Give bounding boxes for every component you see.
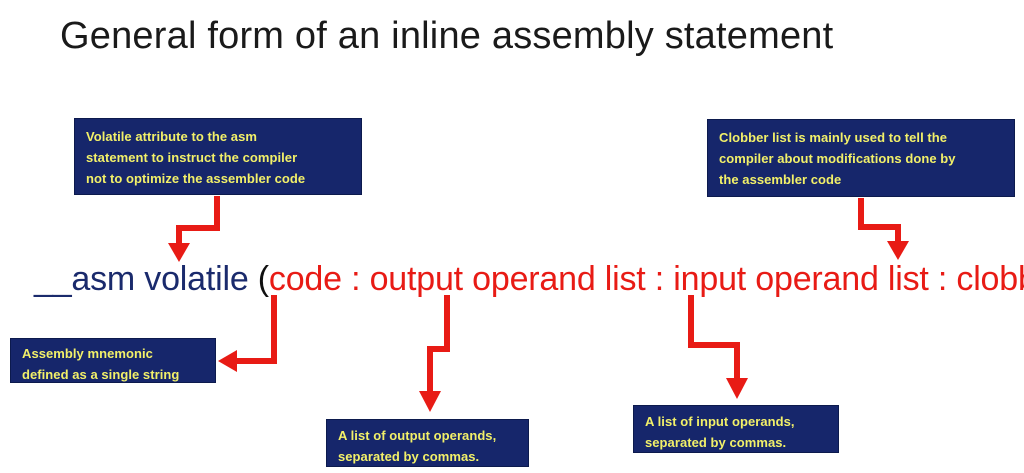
callout-volatile-line-3: not to optimize the assembler code	[86, 171, 306, 186]
callout-output-operands: A list of output operands, separated by …	[326, 419, 529, 467]
code-part-code: code	[268, 260, 342, 298]
callout-output-line-2: separated by commas.	[338, 449, 480, 464]
callout-clobber-line-1: Clobber list is mainly used to tell the	[719, 130, 948, 145]
arrow-mnemonic	[218, 295, 277, 372]
code-separator-2: :	[645, 260, 674, 298]
callout-volatile: Volatile attribute to the asm statement …	[74, 118, 362, 195]
arrow-input	[688, 295, 748, 399]
callout-input-line-1: A list of input operands,	[645, 414, 795, 429]
code-open-paren: (	[257, 260, 269, 298]
arrow-output	[419, 295, 450, 412]
code-part-output: output operand list	[369, 260, 646, 298]
callout-mnemonic-line-1: Assembly mnemonic	[22, 346, 153, 361]
callout-clobber-line-2: compiler about modifications done by	[719, 151, 956, 166]
code-separator-1: :	[341, 260, 370, 298]
callout-input-line-2: separated by commas.	[645, 435, 787, 450]
page-title: General form of an inline assembly state…	[60, 15, 834, 57]
callout-input-operands: A list of input operands, separated by c…	[633, 405, 839, 453]
callout-clobber-line-3: the assembler code	[719, 172, 842, 187]
code-statement: __asm volatile (code : output operand li…	[34, 257, 1024, 301]
callout-mnemonic-line-2: defined as a single string	[22, 367, 180, 382]
code-part-input: input operand list	[673, 260, 929, 298]
callout-output-line-1: A list of output operands,	[338, 428, 497, 443]
arrow-clobber	[858, 198, 909, 260]
code-separator-3: :	[928, 260, 957, 298]
callout-mnemonic: Assembly mnemonic defined as a single st…	[10, 338, 216, 383]
callout-volatile-line-1: Volatile attribute to the asm	[86, 129, 257, 144]
callout-clobber: Clobber list is mainly used to tell the …	[707, 119, 1015, 197]
callout-volatile-line-2: statement to instruct the compiler	[86, 150, 298, 165]
code-keyword: __asm volatile	[34, 260, 258, 298]
code-part-clobber: clobber list	[956, 260, 1024, 298]
arrow-volatile	[168, 196, 220, 262]
